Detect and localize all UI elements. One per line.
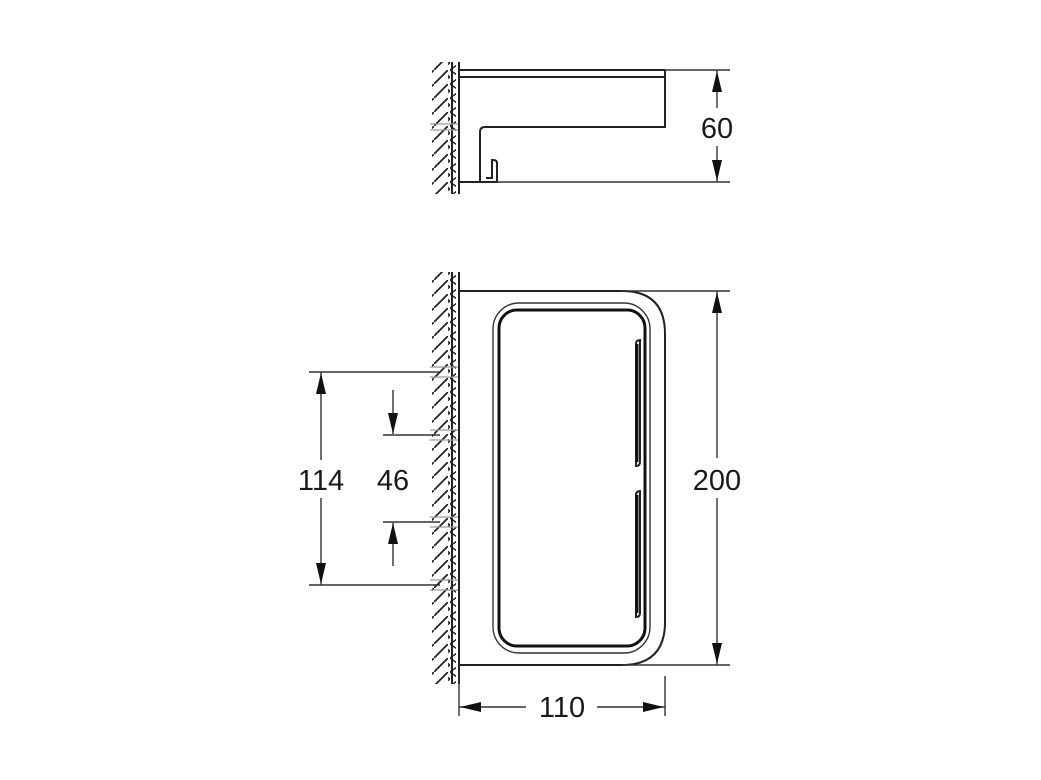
- wall-section-front: [430, 272, 460, 684]
- dimension-overall-height-200: 200: [622, 290, 741, 666]
- dimension-label-114: 114: [298, 465, 344, 497]
- dimension-label-110: 110: [539, 692, 585, 724]
- dimension-offset-46: 46: [377, 390, 440, 566]
- side-view: 60: [430, 62, 733, 194]
- dimension-label-46: 46: [377, 465, 409, 497]
- front-view: 200 110 114: [298, 272, 741, 724]
- dimension-hole-spacing-114: 114: [298, 371, 440, 586]
- dimension-width-110: 110: [458, 670, 666, 724]
- wall-section-side: [430, 62, 460, 194]
- holder-body: [459, 290, 666, 666]
- dimension-label-60: 60: [701, 113, 733, 145]
- dimension-label-200: 200: [693, 465, 741, 497]
- shelf-profile: [459, 69, 666, 183]
- dimension-height-60: 60: [497, 69, 733, 183]
